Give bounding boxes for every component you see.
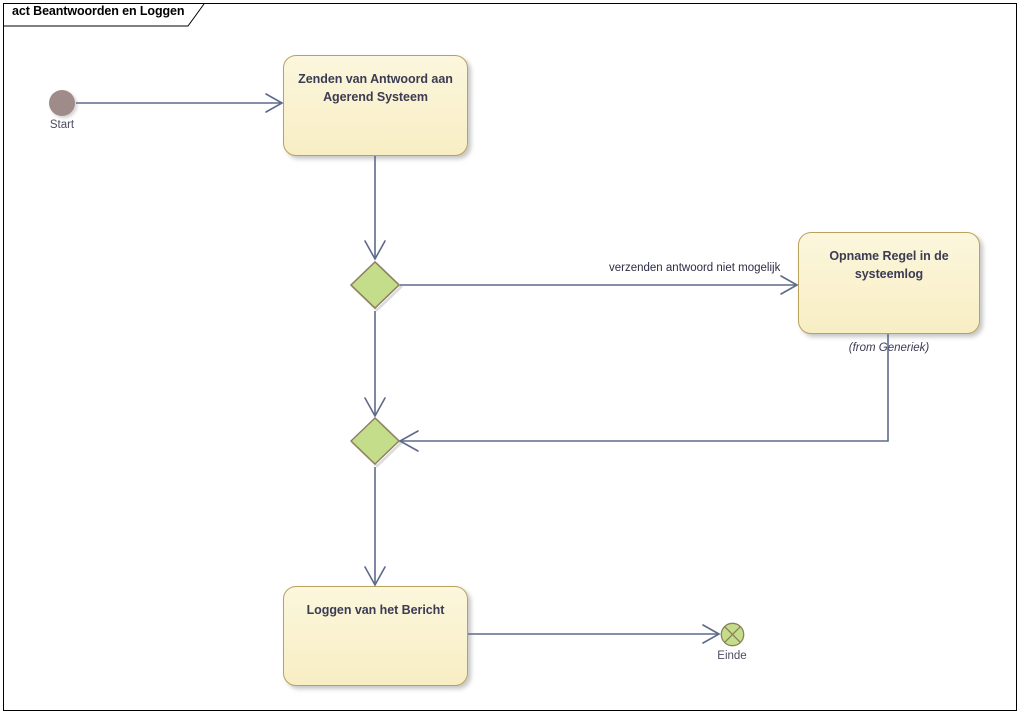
decision-node-1[interactable] [349, 260, 404, 314]
activity-opname-regel-label: Opname Regel in de systeemlog [829, 249, 949, 282]
start-node-label: Start [49, 119, 75, 131]
merge-node-1[interactable] [349, 416, 404, 470]
edge-label-verzenden-antwoord-niet-mogelijk: verzenden antwoord niet mogelijk [607, 262, 783, 274]
end-node[interactable] [720, 622, 745, 647]
frame-title: act Beantwoorden en Loggen [12, 4, 185, 18]
end-node-label: Einde [717, 650, 747, 662]
start-node[interactable] [49, 90, 75, 116]
activity-loggen-van-het-bericht[interactable]: Loggen van het Bericht [283, 586, 468, 686]
activity-zenden-van-antwoord[interactable]: Zenden van Antwoord aan Agerend Systeem [283, 55, 468, 156]
activity-opname-regel[interactable]: Opname Regel in de systeemlog [798, 232, 980, 334]
activity-zenden-van-antwoord-label: Zenden van Antwoord aan Agerend Systeem [298, 72, 453, 105]
activity-opname-regel-sublabel: (from Generiek) [848, 342, 930, 354]
diagram-frame [3, 3, 1017, 711]
activity-loggen-van-het-bericht-label: Loggen van het Bericht [306, 603, 445, 617]
